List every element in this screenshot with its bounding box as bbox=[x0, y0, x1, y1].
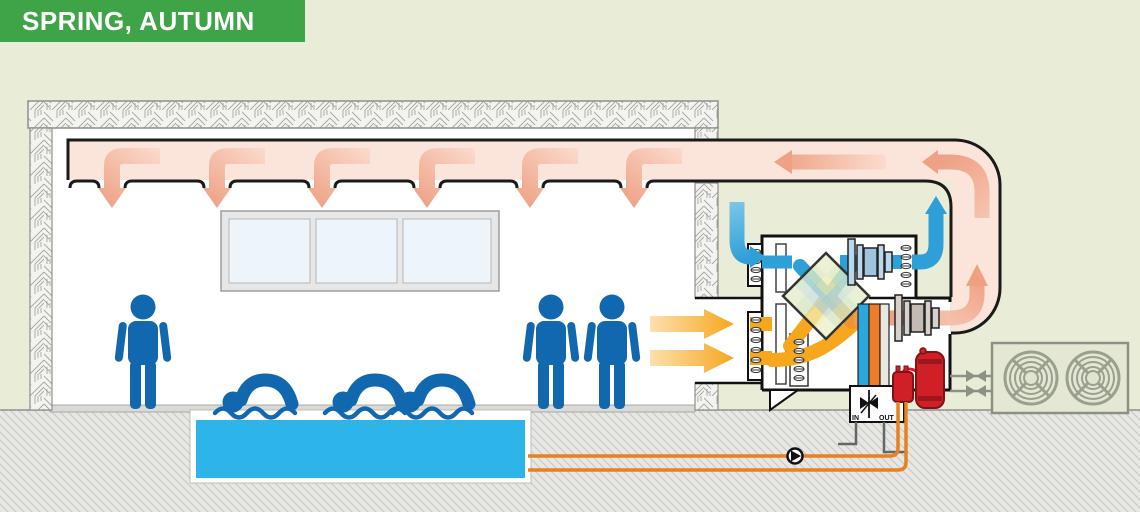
cooling-coil bbox=[857, 303, 870, 389]
condensate-drain bbox=[769, 389, 802, 412]
exhaust-air-arrow bbox=[912, 196, 947, 270]
supply-fan bbox=[894, 294, 940, 342]
window bbox=[220, 210, 500, 292]
window-pane bbox=[402, 218, 492, 284]
pool-water-pipe-supply bbox=[528, 402, 900, 458]
compressor bbox=[915, 351, 945, 409]
fresh-air-intake-arrow bbox=[729, 202, 766, 268]
pool-water-condenser bbox=[892, 371, 914, 403]
exhaust-fan bbox=[847, 238, 893, 286]
supply-duct-arrows bbox=[774, 150, 990, 326]
heating-coil bbox=[868, 303, 881, 389]
season-title: SPRING, AUTUMN bbox=[22, 6, 255, 36]
expansion-valve-arrow bbox=[860, 394, 877, 414]
coils bbox=[857, 303, 890, 389]
ground bbox=[0, 409, 1140, 512]
window-pane bbox=[228, 218, 311, 284]
outdoor-condenser-unit bbox=[950, 341, 1130, 415]
in-label: IN bbox=[852, 415, 859, 422]
duct-outer-edge bbox=[66, 138, 1002, 335]
duct-diffuser-edge bbox=[68, 179, 953, 297]
out-label: OUT bbox=[879, 415, 895, 422]
right-wall-middle bbox=[694, 182, 719, 299]
air-handling-unit bbox=[747, 234, 952, 412]
pool-water bbox=[196, 420, 525, 478]
condenser-casing bbox=[990, 341, 1130, 415]
left-wall bbox=[29, 127, 53, 411]
refrigerant-circuit: IN OUT bbox=[528, 347, 945, 472]
window-pane bbox=[315, 218, 398, 284]
roof bbox=[27, 100, 719, 129]
pool-water-pipe-return bbox=[528, 402, 908, 472]
right-wall-bottom bbox=[694, 382, 719, 411]
season-banner: SPRING, AUTUMN bbox=[0, 0, 305, 42]
swimming-pool bbox=[189, 409, 532, 484]
eliminator bbox=[879, 303, 890, 389]
